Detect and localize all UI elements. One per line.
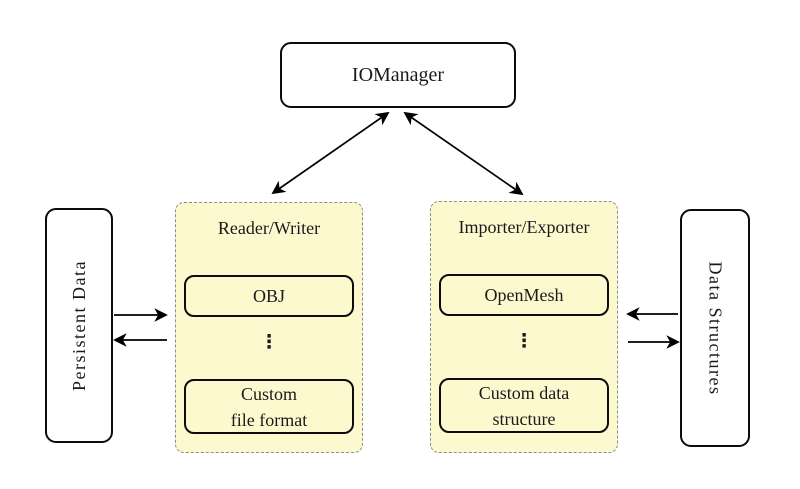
panel-importer-exporter-title: Importer/Exporter [458,217,590,237]
panel-reader-writer-title: Reader/Writer [217,218,321,238]
subnode-obj-label: OBJ [252,286,285,306]
subnode-custom-file-format: Custom file format [184,379,354,434]
panel-importer-exporter: Importer/Exporter OpenMesh ⋮ Custom data… [430,201,618,453]
node-data-structures: Data Structures [680,209,750,447]
arrow-iomanager-reader-writer [271,111,390,195]
subnode-openmesh-label: OpenMesh [484,285,564,305]
importer-exporter-ellipsis: ⋮ [514,330,534,352]
subnode-custom-file-format-label: Custom file format [230,383,308,430]
node-persistent-data-label: Persistent Data [68,260,89,391]
subnode-obj: OBJ [184,275,354,317]
subnode-custom-data-structure: Custom data structure [439,378,609,433]
reader-writer-ellipsis: ⋮ [259,331,279,353]
subnode-openmesh: OpenMesh [439,274,609,316]
node-data-structures-label: Data Structures [705,261,726,395]
node-iomanager-label: IOManager [351,63,445,86]
subnode-custom-data-structure-label: Custom data structure [478,382,570,429]
node-persistent-data: Persistent Data [45,208,113,443]
node-iomanager: IOManager [280,42,516,108]
arrow-iomanager-importer-exporter [403,111,524,196]
panel-reader-writer: Reader/Writer OBJ ⋮ Custom file format [175,202,363,453]
